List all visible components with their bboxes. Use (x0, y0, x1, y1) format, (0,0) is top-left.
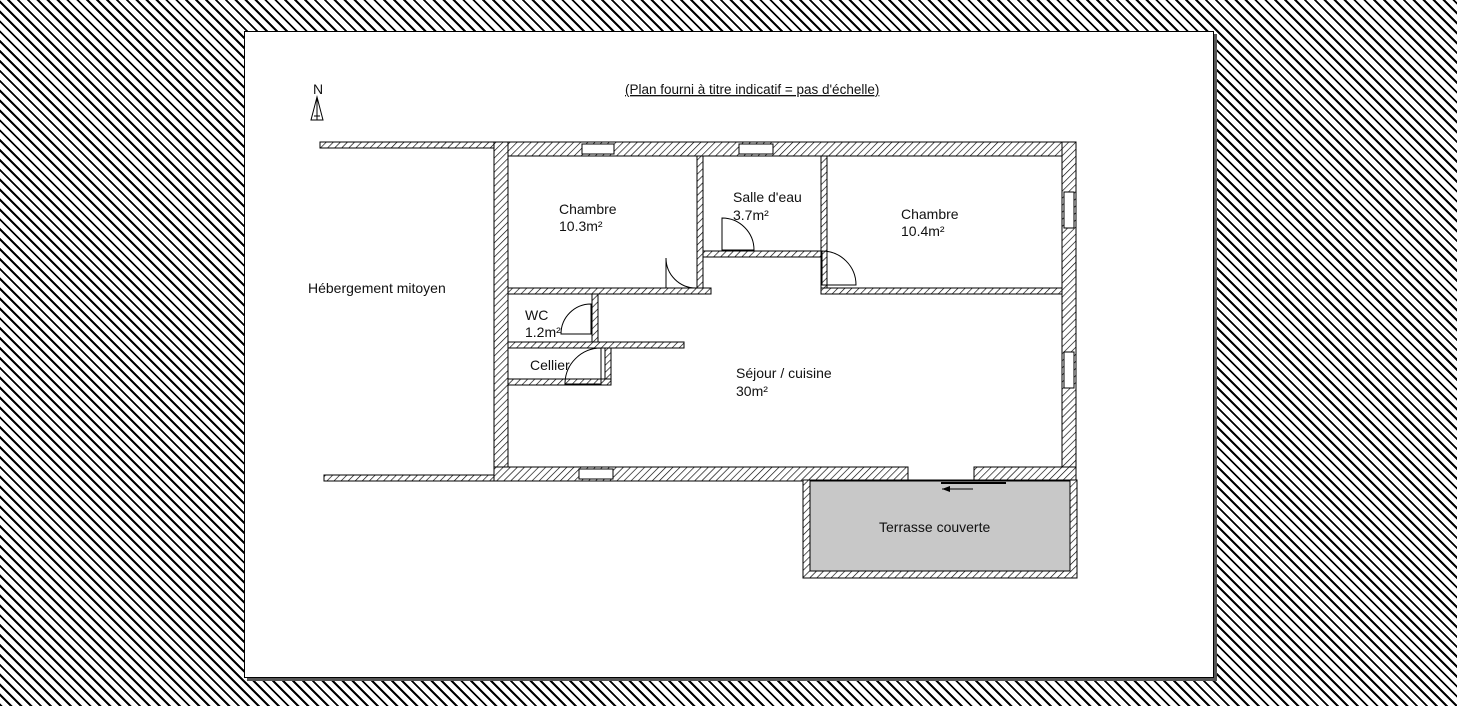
wall-bedroom1-east (696, 155, 704, 295)
label-bathroom-name: Salle d'eau (733, 189, 802, 205)
wall-west (493, 141, 509, 482)
wall-south-right (973, 466, 1077, 482)
label-cellier: Cellier (530, 357, 570, 373)
label-terrace: Terrasse couverte (879, 519, 990, 535)
north-label: N (313, 81, 323, 97)
window-bedroom2 (1063, 191, 1075, 229)
window-living-east (1063, 351, 1075, 389)
label-bedroom2-area: 10.4m² (901, 223, 945, 239)
door-bedroom1 (665, 257, 697, 289)
window-bedroom1 (581, 143, 615, 155)
door-cellier (564, 347, 602, 385)
label-wc-name: WC (525, 307, 548, 323)
door-bathroom (721, 217, 755, 251)
window-bathroom (738, 143, 774, 155)
north-arrow-icon: N (310, 81, 324, 121)
label-wc-area: 1.2m² (525, 324, 561, 340)
label-bedroom2-name: Chambre (901, 206, 959, 222)
wall-adjacent-top (319, 141, 495, 149)
wall-wc-east (591, 293, 599, 343)
door-wc (560, 303, 592, 335)
wall-cellier-south (507, 378, 612, 386)
plan-sheet: (Plan fourni à titre indicatif = pas d'é… (244, 31, 1214, 678)
window-living-south (578, 468, 614, 480)
wall-south-left (493, 466, 909, 482)
wall-bedroom1-south (507, 287, 712, 295)
label-living-area: 30m² (736, 383, 768, 399)
wall-bathroom-south (702, 250, 822, 258)
plan-title: (Plan fourni à titre indicatif = pas d'é… (625, 82, 879, 97)
label-bedroom1-name: Chambre (559, 201, 617, 217)
floor-plan: (Plan fourni à titre indicatif = pas d'é… (308, 81, 1078, 579)
label-living-name: Séjour / cuisine (736, 365, 832, 381)
wall-north (493, 141, 1077, 157)
label-bathroom-area: 3.7m² (733, 207, 769, 223)
label-bedroom1-area: 10.3m² (559, 218, 603, 234)
wall-adjacent-bottom (323, 474, 495, 482)
wall-bedroom2-south (820, 287, 1063, 295)
sliding-door-arrow-icon (941, 482, 1006, 492)
wall-wc-south (507, 341, 685, 349)
door-bedroom2 (821, 250, 857, 286)
label-adjacent: Hébergement mitoyen (308, 280, 446, 296)
terrace-floor (809, 480, 1071, 572)
